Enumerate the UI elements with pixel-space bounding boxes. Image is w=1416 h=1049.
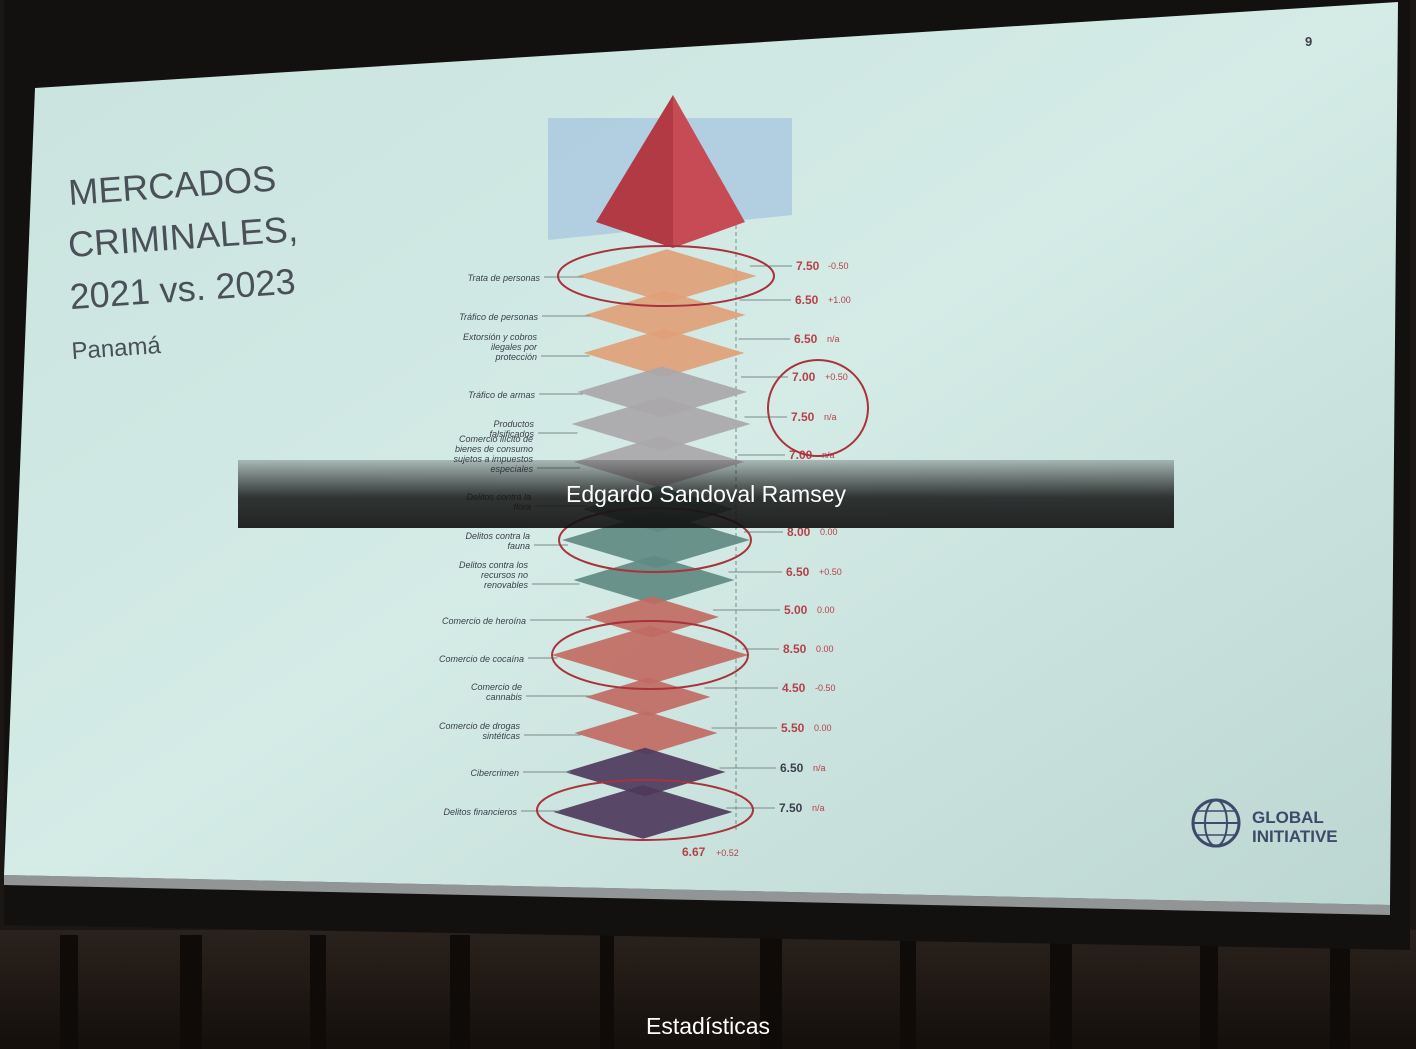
- market-change: +1.00: [828, 295, 851, 305]
- market-diamond: [573, 555, 735, 605]
- market-diamond: [553, 785, 733, 839]
- market-value: 6.50: [795, 293, 819, 307]
- market-value: 8.50: [783, 642, 807, 656]
- market-change: 0.00: [816, 644, 834, 654]
- oval-armas: [767, 359, 869, 457]
- market-value: 7.50: [791, 410, 815, 424]
- slide-page-number: 9: [1305, 34, 1312, 49]
- market-diamond: [551, 625, 749, 685]
- logo-line-2: INITIATIVE: [1252, 827, 1338, 846]
- market-label: Delitos financieros: [443, 807, 517, 817]
- market-diamond: [585, 596, 719, 638]
- market-change: +0.50: [819, 567, 842, 577]
- global-initiative-logo: GLOBAL INITIATIVE: [1191, 798, 1338, 848]
- market-value: 5.00: [784, 603, 808, 617]
- market-diamond: [577, 366, 747, 418]
- slide-subtitle: Panamá: [71, 332, 163, 365]
- market-label: Comercio de heroína: [442, 616, 526, 626]
- market-change: 0.00: [814, 723, 832, 733]
- market-label: Tráfico de personas: [459, 312, 538, 322]
- curtain: [0, 930, 1416, 1049]
- annotation-ovals: [536, 245, 869, 841]
- market-change: n/a: [813, 763, 826, 773]
- market-value: 4.50: [782, 681, 806, 695]
- market-value: 6.50: [780, 761, 804, 775]
- market-label: Tráfico de armas: [468, 390, 535, 400]
- market-diamond: [574, 711, 718, 755]
- oval-trata: [557, 245, 775, 307]
- market-change: -0.50: [815, 683, 836, 693]
- market-value: 6.50: [786, 565, 810, 579]
- market-diamond: [564, 747, 726, 797]
- market-change: n/a: [827, 334, 840, 344]
- speaker-name: Edgardo Sandoval Ramsey: [566, 480, 846, 507]
- market-value: 7.50: [779, 801, 803, 815]
- market-change: n/a: [824, 412, 837, 422]
- market-diamond: [571, 397, 751, 451]
- market-change: n/a: [812, 803, 825, 813]
- speaker-caption-bar: Edgardo Sandoval Ramsey: [238, 460, 1174, 528]
- market-change: +0.50: [825, 372, 848, 382]
- market-label: Comercio de cocaína: [439, 654, 524, 664]
- oval-cocaina: [551, 620, 749, 690]
- pyramid-top: [548, 95, 792, 830]
- total-change: +0.52: [716, 848, 739, 858]
- apex-value-label: 7.50 -0.50: [750, 259, 849, 273]
- market-diamond: [577, 249, 757, 303]
- market-diamond: [583, 328, 745, 378]
- market-change: 0.00: [817, 605, 835, 615]
- oval-financieros: [536, 779, 754, 841]
- market-change: 0.00: [820, 527, 838, 537]
- total-value: 6.67: [682, 845, 706, 859]
- market-value: 7.00: [792, 370, 816, 384]
- market-value: 5.50: [781, 721, 805, 735]
- logo-line-1: GLOBAL: [1252, 808, 1324, 827]
- market-label: Cibercrimen: [470, 768, 519, 778]
- total-value-label: 6.67 +0.52: [682, 845, 739, 859]
- apex-change: -0.50: [828, 261, 849, 271]
- market-label: Trata de personas: [468, 273, 541, 283]
- footer-caption: Estadísticas: [646, 1013, 770, 1039]
- market-value: 6.50: [794, 332, 818, 346]
- apex-value: 7.50: [796, 259, 820, 273]
- market-value: 8.00: [787, 525, 811, 539]
